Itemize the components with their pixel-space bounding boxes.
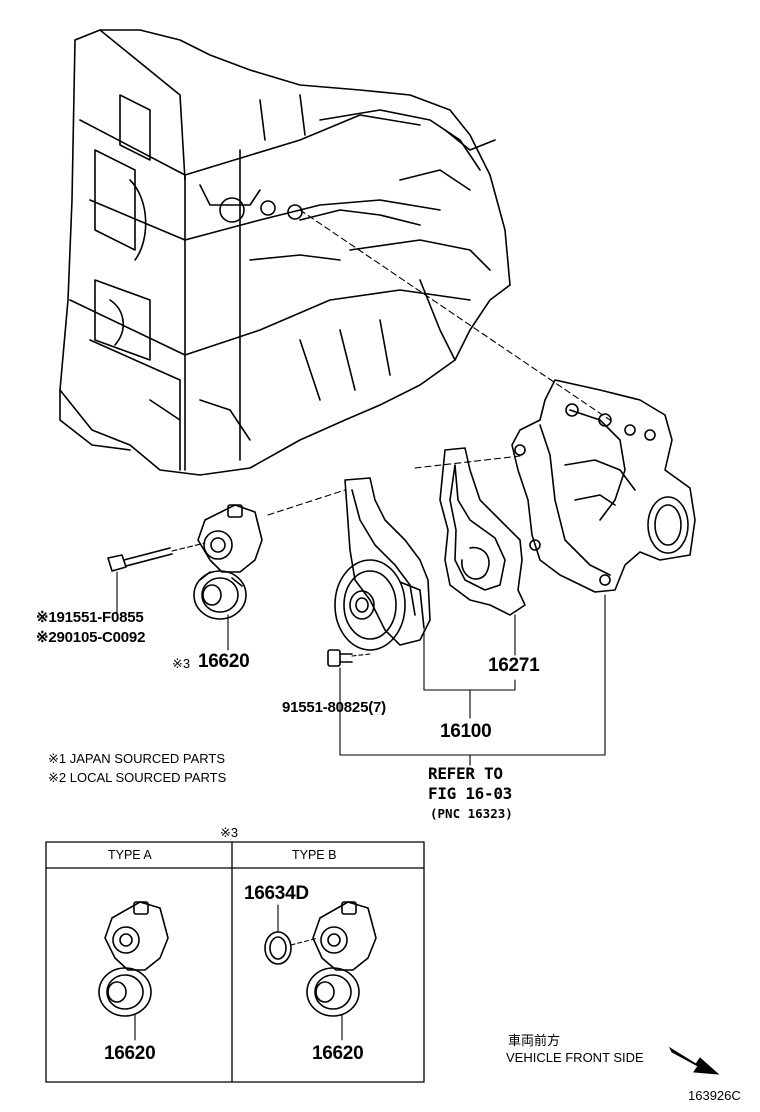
engine-block-illustration [59, 29, 511, 476]
type-table-mark: ※3 [220, 825, 239, 840]
bolt-part-number-japan: ※191551-F0855 [36, 609, 144, 626]
pump-bolt-part-number: 91551-80825(7) [282, 699, 386, 716]
bolt-part-number-local: ※290105-C0092 [36, 629, 146, 646]
type-b-tensioner-illustration [306, 901, 377, 1041]
gasket-illustration [414, 447, 526, 616]
type-b-header: TYPE B [292, 848, 337, 862]
note-local-sourced: ※2 LOCAL SOURCED PARTS [48, 770, 227, 785]
vehicle-front-jp-label: 車両前方 [508, 1033, 561, 1048]
type-a-tensioner-illustration [98, 901, 169, 1041]
type-a-header: TYPE A [108, 848, 152, 862]
water-pump-part-number: 16100 [440, 721, 492, 742]
type-table-frame [45, 841, 425, 1083]
gasket-part-number: 16271 [488, 655, 540, 676]
type-b-cap-part-number: 16634D [244, 883, 309, 904]
type-b-part-number: 16620 [312, 1043, 364, 1064]
type-b-cap-illustration [264, 904, 319, 965]
water-pump-illustration [267, 477, 431, 651]
refer-to-label: REFER TO [428, 764, 503, 783]
type-a-part-number: 16620 [104, 1043, 156, 1064]
tensioner-illustration [193, 504, 263, 620]
water-pump-housing [511, 379, 696, 593]
tensioner-type-mark: ※3 [172, 656, 191, 671]
vehicle-front-label: VEHICLE FRONT SIDE [506, 1050, 644, 1065]
refer-pnc-label: (PNC 16323) [430, 806, 513, 821]
figure-code: 163926C [688, 1088, 741, 1103]
arrow-down-right-icon [668, 1046, 720, 1075]
tensioner-part-number: 16620 [198, 651, 250, 672]
note-japan-sourced: ※1 JAPAN SOURCED PARTS [48, 751, 226, 766]
pump-bolt-illustration [327, 649, 371, 667]
refer-figure-label: FIG 16-03 [428, 784, 512, 803]
tensioner-bolt-illustration [107, 542, 206, 572]
